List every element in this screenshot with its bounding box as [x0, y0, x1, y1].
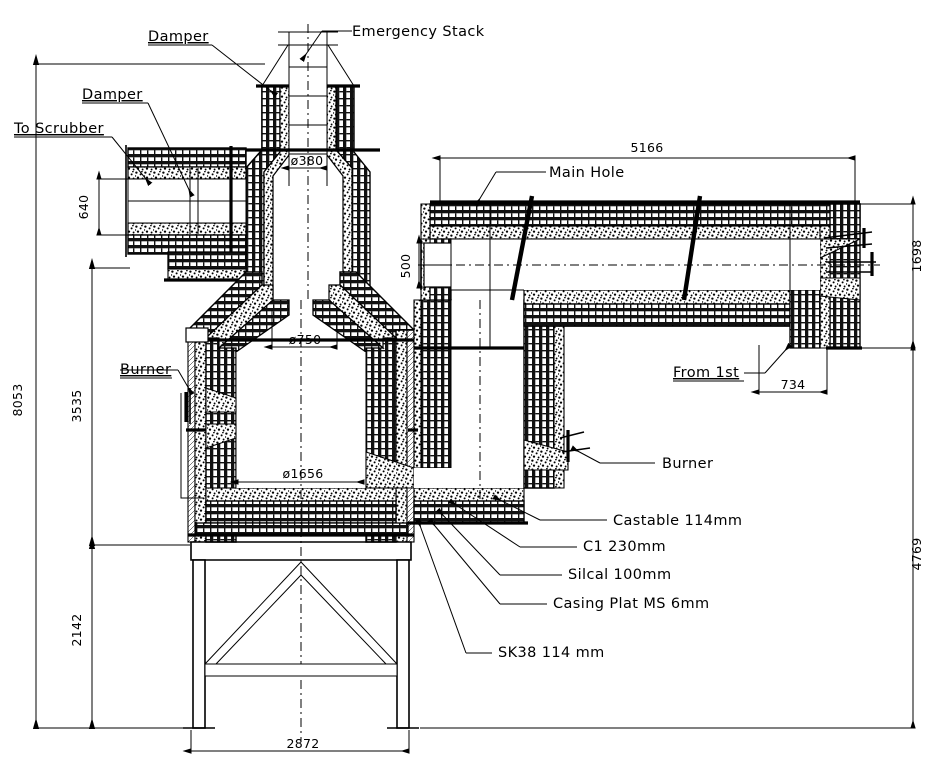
dim-value: 2872	[286, 736, 319, 751]
callout-label: Damper	[82, 87, 143, 103]
dim-value: 8053	[10, 383, 25, 416]
callout-label: Burner	[120, 362, 171, 378]
dim-secondary-height: 1698	[860, 195, 924, 349]
stack-cone	[261, 44, 355, 87]
left-lower-duct	[164, 251, 250, 282]
support-mid-beam	[204, 663, 398, 677]
support-structure	[183, 541, 419, 729]
lower-chamber-right-wall	[523, 299, 569, 489]
burner-mount-box	[185, 327, 209, 343]
dim-throat-diameter: ø750	[263, 310, 338, 350]
support-column-left	[192, 559, 206, 729]
chamber-right-insulation	[395, 329, 408, 543]
dim-value: 4769	[909, 537, 924, 570]
dim-value: 5166	[630, 140, 663, 155]
main-hole-shafts	[509, 195, 703, 301]
dim-chamber-height: 3535	[69, 258, 190, 546]
secondary-right-wall	[819, 203, 862, 350]
scrubber-duct-bottom-wall	[127, 222, 247, 255]
dim-inlet-duct: 500	[398, 234, 426, 289]
dim-value: 500	[398, 254, 413, 279]
chamber-right-casing	[406, 329, 415, 543]
callout-to-scrubber: To Scrubber	[13, 121, 153, 187]
burner-port-secondary-right	[823, 228, 876, 276]
callout-casing-plate: Casing Plat MS 6mm	[427, 517, 710, 612]
dim-base-width: 2872	[182, 730, 410, 754]
scrubber-damper-blade	[189, 168, 199, 234]
dim-value: 3535	[69, 389, 84, 422]
scrubber-duct-assembly	[125, 145, 247, 257]
dim-support-height: 2142	[69, 538, 188, 729]
callout-label: To Scrubber	[13, 121, 104, 137]
support-column-right	[396, 559, 410, 729]
callout-label: Burner	[662, 456, 713, 472]
dim-overall-height: 8053	[10, 54, 265, 729]
dim-value: 734	[781, 377, 806, 392]
support-bracing	[204, 561, 398, 665]
callout-label: From 1st	[673, 365, 739, 381]
callout-emergency-stack: Emergency Stack	[299, 24, 485, 62]
callout-burner-right: Burner	[570, 445, 713, 472]
callout-label: Main Hole	[549, 165, 625, 181]
callout-from-1st: From 1st	[673, 342, 793, 382]
callout-label: C1 230mm	[583, 539, 666, 555]
dim-right-overall-height: 4769	[420, 341, 924, 729]
callout-label: Damper	[148, 29, 209, 45]
support-top-beam	[190, 541, 412, 561]
callout-label: Castable 114mm	[613, 513, 742, 529]
callout-main-hole: Main Hole	[473, 165, 625, 207]
primary-chamber	[180, 271, 435, 742]
callout-label: Silcal 100mm	[568, 567, 671, 583]
dim-secondary-length: 5166	[431, 140, 856, 204]
dim-value: ø750	[289, 332, 322, 347]
callout-damper-top: Damper	[148, 29, 279, 98]
dim-port-offset: 734	[750, 345, 828, 395]
riser-left-wall	[413, 299, 452, 469]
dim-scrubber-duct: 640	[76, 170, 128, 236]
burner-port-left	[180, 327, 237, 499]
dim-value: ø1656	[283, 466, 324, 481]
chamber-left-casing	[187, 329, 196, 543]
dim-value: 640	[76, 195, 91, 220]
callout-damper-left: Damper	[82, 87, 195, 198]
scrubber-duct-top-wall	[127, 147, 247, 180]
callout-label: Casing Plat MS 6mm	[553, 596, 710, 612]
secondary-chamber	[418, 195, 880, 350]
callout-sk38: SK38 114 mm	[415, 518, 605, 661]
dim-chamber-diameter: ø1656	[229, 466, 365, 485]
callout-burner-left: Burner	[120, 362, 195, 396]
chamber-left-insulation	[194, 329, 207, 543]
callout-castable: Castable 114mm	[492, 494, 742, 529]
dim-value: 2142	[69, 613, 84, 646]
dim-stack-diameter: ø380	[280, 153, 328, 171]
secondary-hearth	[523, 289, 821, 349]
dim-value: 1698	[909, 239, 924, 272]
dim-value: ø380	[291, 153, 324, 168]
secondary-roof	[429, 200, 861, 240]
callout-c1: C1 230mm	[448, 498, 666, 555]
duct-cavity	[414, 468, 524, 488]
riser-cavity	[451, 300, 524, 468]
emergency-stack-assembly	[238, 24, 380, 301]
callout-label: Emergency Stack	[352, 24, 485, 40]
callout-silcal: Silcal 100mm	[435, 507, 671, 583]
callout-label: SK38 114 mm	[498, 645, 605, 661]
connecting-duct	[408, 299, 591, 525]
